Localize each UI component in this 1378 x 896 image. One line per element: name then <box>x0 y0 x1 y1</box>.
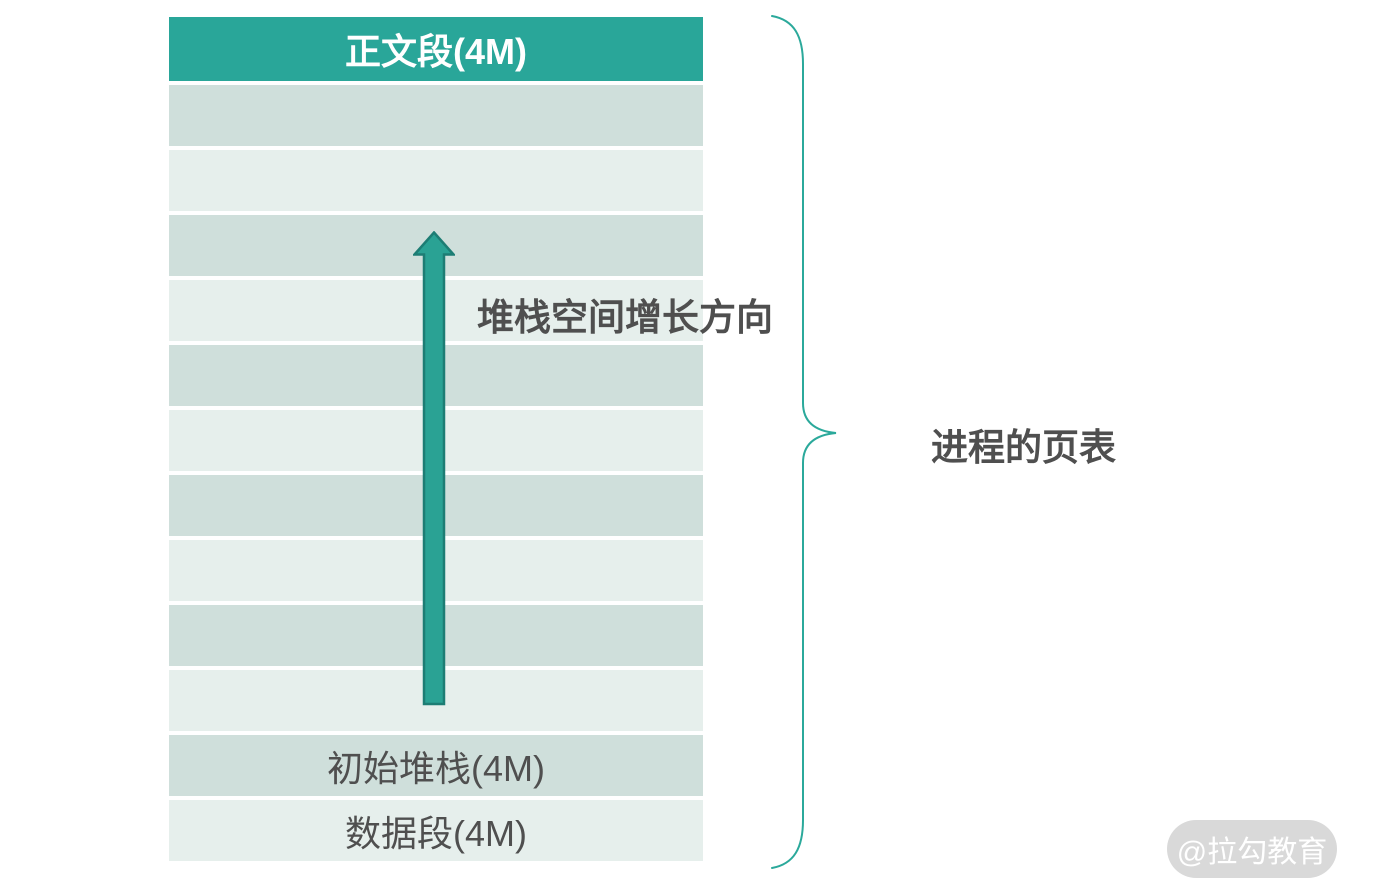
watermark-text: @拉勾教育 <box>1176 836 1328 869</box>
initial-stack-label: 初始堆栈(4M) <box>327 747 545 789</box>
watermark-badge: @拉勾教育 <box>1167 820 1337 878</box>
process-page-table-label: 进程的页表 <box>931 427 1116 468</box>
stack-growth-direction-label: 堆栈空间增长方向 <box>477 297 773 338</box>
table-row-text-segment: 正文段(4M) <box>169 17 703 81</box>
table-row-empty <box>169 150 703 211</box>
table-row-data-segment: 数据段(4M) <box>169 800 703 861</box>
text-segment-label: 正文段(4M) <box>345 31 527 72</box>
table-row-empty <box>169 85 703 146</box>
data-segment-label: 数据段(4M) <box>345 812 527 854</box>
curly-brace <box>771 15 837 869</box>
up-arrow-icon <box>413 231 455 706</box>
table-row-initial-stack: 初始堆栈(4M) <box>169 735 703 796</box>
